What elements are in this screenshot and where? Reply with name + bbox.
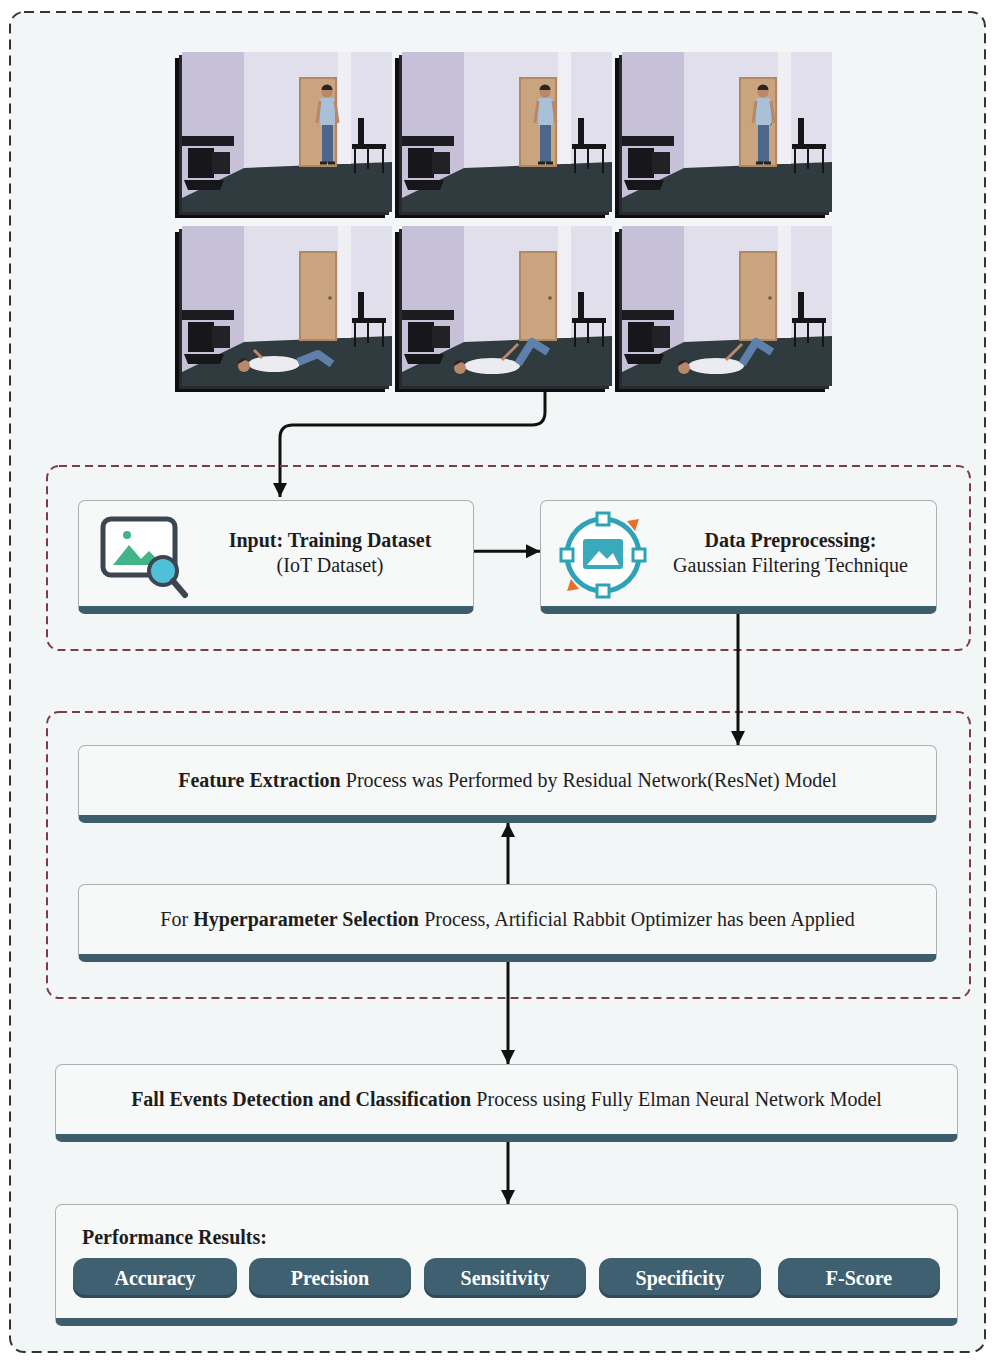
icon-arrow: [627, 519, 639, 531]
flow-arrow: [507, 1142, 510, 1204]
text-block: Feature Extraction Process was Performed …: [178, 768, 837, 793]
flow-arrow: [737, 614, 740, 745]
flow-arrow: [507, 823, 510, 884]
photo-frame: [615, 226, 832, 392]
room-photo: [622, 52, 832, 212]
label-text: Process was Performed by Residual Networ…: [346, 769, 837, 791]
label-text: Performance Results:: [82, 1226, 267, 1248]
input-box: Input: Training Dataset(IoT Dataset): [78, 500, 474, 614]
room-photo: [182, 52, 392, 212]
icon-node: [561, 549, 573, 561]
fallen-person: [454, 342, 548, 374]
icon-sun: [123, 531, 131, 539]
input-arrow: [280, 390, 545, 497]
photo-sequence: [175, 52, 832, 392]
label-text: Fall Events Detection and Classification: [131, 1088, 471, 1110]
text-block: F-Score: [826, 1266, 892, 1291]
room-photo: [402, 52, 612, 212]
label-text: Process, Artificial Rabbit Optimizer has…: [424, 908, 854, 930]
photo-frame: [395, 52, 612, 218]
icon-image: [583, 539, 623, 569]
text-block: Accuracy: [114, 1266, 195, 1291]
fallen-person: [678, 342, 772, 374]
icon-node: [633, 549, 645, 561]
group-frame: [47, 466, 970, 650]
metric-pill: Precision: [249, 1258, 411, 1298]
standing-person: [535, 85, 556, 164]
icon-node: [597, 513, 609, 525]
icon-ring: [567, 519, 639, 591]
label-text: Gaussian Filtering Technique: [673, 553, 908, 578]
process-box: Data Preprocessing:Gaussian Filtering Te…: [540, 500, 937, 614]
label-text: Process using Fully Elman Neural Network…: [476, 1088, 882, 1110]
text-block: Precision: [291, 1266, 370, 1291]
text-block: Fall Events Detection and Classification…: [131, 1087, 882, 1112]
room-photo: [182, 226, 392, 386]
metric-pill: Specificity: [599, 1258, 761, 1298]
photo-frame: [395, 226, 612, 392]
text-block: Specificity: [636, 1266, 725, 1291]
text-block: Performance Results:: [82, 1225, 937, 1250]
dataset-icon: [99, 513, 195, 603]
text-block: Input: Training Dataset(IoT Dataset): [229, 528, 432, 578]
flow-arrow: [474, 550, 540, 553]
metric-pill: Sensitivity: [424, 1258, 586, 1298]
text-block: Data Preprocessing:Gaussian Filtering Te…: [673, 528, 908, 578]
label-text: Sensitivity: [461, 1267, 550, 1289]
icon-node: [597, 585, 609, 597]
text-block: Sensitivity: [461, 1266, 550, 1291]
label-text: Data Preprocessing:: [673, 528, 908, 553]
metric-pill: Accuracy: [73, 1258, 237, 1298]
label-text: Feature Extraction: [178, 769, 340, 791]
label-text: (IoT Dataset): [229, 553, 432, 578]
label-text: Precision: [291, 1267, 370, 1289]
preprocessing-icon: [555, 507, 651, 603]
fallen-person: [238, 350, 332, 372]
text-block: ForHyperparameter SelectionProcess, Arti…: [160, 907, 854, 932]
process-box: Feature Extraction Process was Performed …: [78, 745, 937, 823]
label-text: For: [160, 908, 188, 930]
icon-arrow: [567, 579, 579, 591]
label-text: Specificity: [636, 1267, 725, 1289]
results-panel: Performance Results: Accuracy Precision Sen…: [55, 1204, 958, 1326]
standing-person: [317, 85, 338, 164]
room-photo: [622, 226, 832, 386]
icon-handle: [173, 581, 185, 595]
photo-frame: [175, 226, 392, 392]
icon-mountain: [587, 551, 619, 565]
metric-pill: F-Score: [778, 1258, 940, 1298]
label-text: Accuracy: [114, 1267, 195, 1289]
process-box: ForHyperparameter SelectionProcess, Arti…: [78, 884, 937, 962]
standing-person: [753, 85, 774, 164]
outer-frame: [10, 12, 985, 1352]
label-text: F-Score: [826, 1267, 892, 1289]
room-photo: [402, 226, 612, 386]
flow-arrow: [507, 962, 510, 1064]
process-box: Fall Events Detection and Classification…: [55, 1064, 958, 1142]
photo-frame: [175, 52, 392, 218]
photo-frame: [615, 52, 832, 218]
label-text: Hyperparameter Selection: [193, 908, 419, 930]
label-text: Input: Training Dataset: [229, 528, 432, 553]
group-frame: [47, 712, 970, 998]
